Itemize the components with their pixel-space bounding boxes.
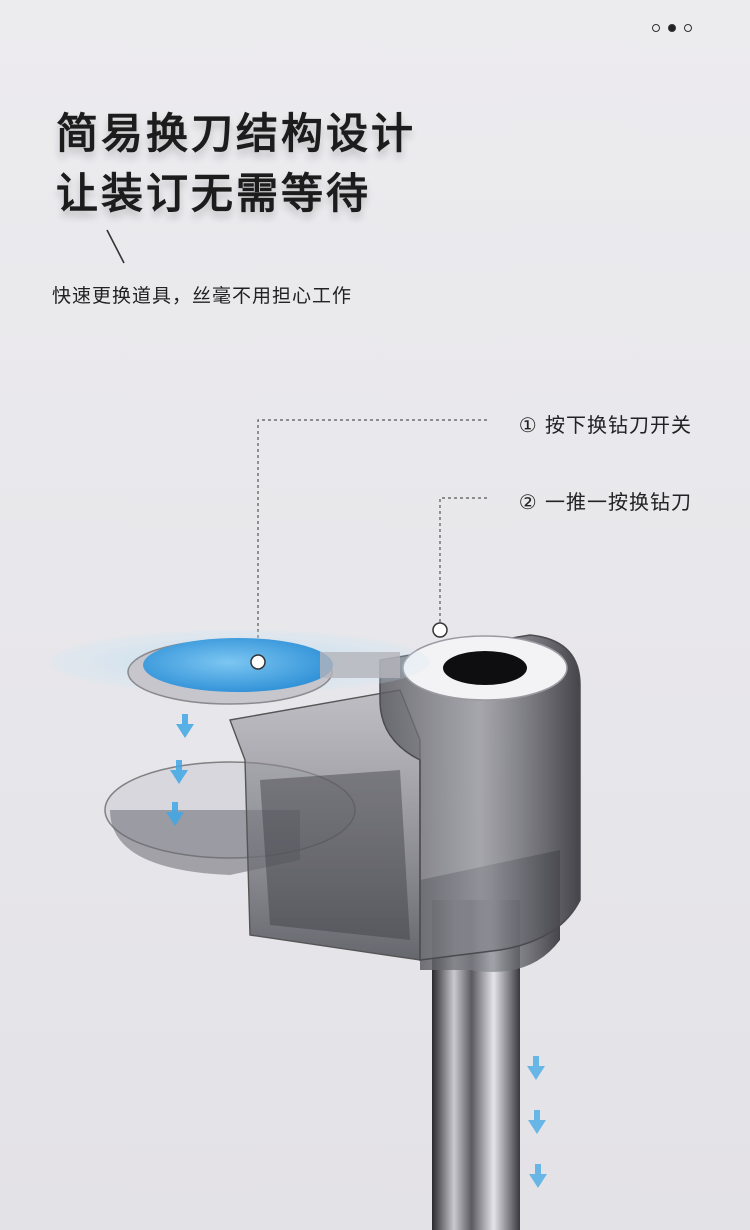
headline-line-1: 简易换刀结构设计 — [56, 109, 417, 158]
pagination-dot-3[interactable] — [684, 24, 692, 32]
callout-leader-1 — [257, 419, 490, 662]
main-housing — [379, 634, 581, 961]
callout-1: ① 按下换钻刀开关 — [519, 409, 692, 438]
callout-1-number: ① — [518, 413, 538, 437]
drill-head-illustration — [50, 419, 581, 1230]
callout-anchor-1 — [250, 654, 266, 670]
down-arrows-left — [166, 714, 194, 826]
callout-leader-2 — [439, 497, 490, 628]
headline-line-2: 让装订无需等待 — [56, 169, 372, 218]
pagination-dot-1[interactable] — [652, 24, 660, 32]
subtitle: 快速更换道具，丝毫不用担心工作 — [52, 285, 353, 307]
pagination-dot-2[interactable] — [668, 24, 676, 32]
callout-anchor-2 — [432, 622, 448, 638]
headline: 简易换刀结构设计 让装订无需等待 — [56, 104, 416, 224]
pagination-dots — [652, 24, 692, 32]
callout-2-text: 一推一按换钻刀 — [545, 490, 692, 514]
release-button[interactable] — [143, 638, 333, 692]
drill-hole — [443, 651, 527, 685]
down-arrows-right — [527, 1056, 547, 1188]
callout-2: ② 一推一按换钻刀 — [519, 486, 692, 515]
callout-2-number: ② — [518, 490, 538, 514]
slash-decoration — [106, 229, 125, 264]
callout-1-text: 按下换钻刀开关 — [545, 413, 692, 437]
